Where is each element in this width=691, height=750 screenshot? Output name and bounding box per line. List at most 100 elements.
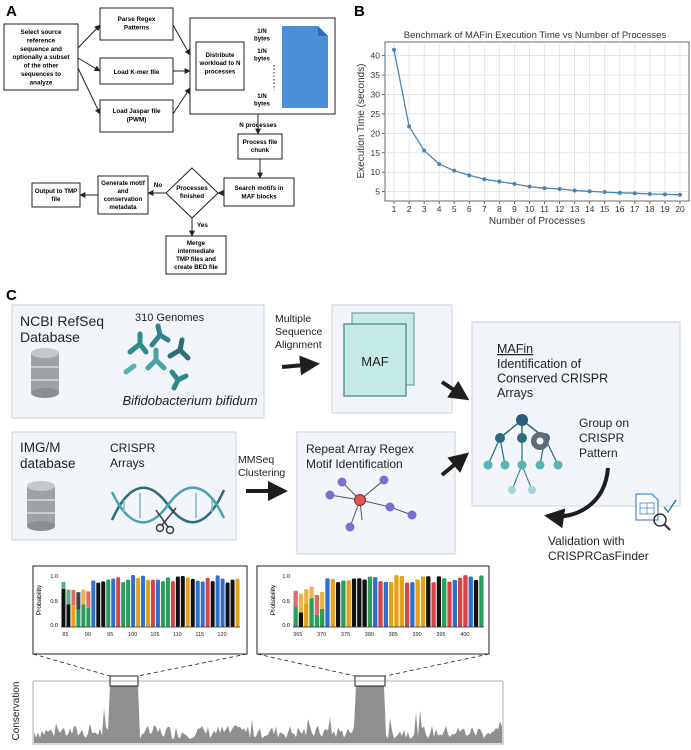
text-line: workload to N [199, 60, 241, 67]
arrow-parse-to-distribute [172, 24, 191, 56]
text-line: Arrays [497, 386, 533, 400]
logo-letter [86, 591, 91, 608]
arrow-jaspar-to-distribute [172, 87, 191, 115]
y-tick-label: 5 [375, 187, 380, 197]
data-point [392, 47, 397, 52]
logo-x-tick: 90 [85, 632, 91, 638]
text-line: metadata [109, 204, 137, 211]
logo-letter [357, 578, 362, 627]
logo-letter [146, 579, 150, 627]
x-tick-label: 4 [437, 204, 442, 214]
logo-letter [383, 581, 388, 627]
logo-letter [442, 578, 447, 627]
chart-plot-area [384, 41, 690, 202]
logo-letter [141, 575, 146, 627]
arrow-to-maf [281, 355, 320, 376]
load-kmer-text: Load K-mer file [114, 69, 160, 76]
species-name: Bifidobacterium bifidum [122, 393, 257, 408]
text-line: sequence and [20, 46, 62, 53]
load-jaspar-box [99, 99, 174, 133]
conservation-profile [34, 686, 502, 743]
logo-letter [293, 590, 298, 607]
zoom-line-1a [32, 653, 111, 677]
text-line: (PWM) [127, 117, 147, 124]
arrow-to-jaspar [77, 67, 101, 115]
logo-letter [314, 594, 320, 615]
logo-letter [330, 578, 335, 627]
data-point [542, 186, 547, 191]
logo-x-tick: 395 [436, 632, 445, 638]
spreadsheet-search-icon [635, 493, 677, 531]
zoom-box-2 [354, 675, 386, 687]
text-line: Conserved CRISPR [497, 372, 608, 386]
logo-letter [76, 592, 81, 610]
logo-letter [304, 603, 309, 627]
series-line [393, 49, 681, 196]
x-tick-label: 12 [555, 204, 565, 214]
text-line: Multiple [275, 313, 311, 325]
text-line: Sequence [275, 326, 322, 338]
logo-letter [235, 578, 240, 627]
data-point [617, 190, 622, 195]
logo-letter [155, 579, 160, 627]
text-line: Alignment [275, 339, 322, 351]
panel-b: B Benchmark of MAFin Execution Time vs N… [354, 3, 690, 227]
select-source-box [3, 23, 79, 91]
text-line: bytes [254, 101, 271, 108]
x-tick-label: 15 [600, 204, 610, 214]
logo-x-tick: 115 [195, 632, 204, 638]
logo-letter [399, 575, 404, 627]
text-line: and [117, 188, 128, 195]
logo-letter [61, 581, 66, 589]
logo-2-ybot: 0.0 [282, 623, 290, 629]
text-line: CRISPRCasFinder [548, 549, 649, 563]
text-line: CRISPR [579, 431, 625, 445]
logo-letter [314, 614, 320, 627]
text-line: intermediate [178, 248, 215, 255]
logo-letter [195, 580, 200, 627]
logo-1-ybot: 0.0 [50, 623, 58, 629]
x-tick-label: 20 [675, 204, 685, 214]
logo-letter [81, 589, 86, 605]
data-point [512, 181, 517, 186]
logo-letter [431, 582, 436, 627]
logo-letter [225, 582, 230, 627]
document-icon [282, 26, 328, 108]
text-line: Output to TMP [35, 188, 78, 195]
logo-letter [426, 576, 431, 627]
x-tick-label: 10 [525, 204, 535, 214]
logo-letter [298, 593, 304, 613]
panel-a-label: A [6, 3, 17, 20]
logo-letter [210, 581, 215, 627]
logo-1-ymid: 0.5 [50, 599, 58, 605]
logo-x-tick: 380 [365, 632, 374, 638]
x-tick-label: 16 [615, 204, 625, 214]
text-line: CRISPR [110, 441, 156, 455]
network-icon [325, 475, 417, 532]
text-line: MAF blocks [241, 194, 277, 201]
y-tick-label: 15 [371, 148, 381, 158]
text-line: create BED file [174, 264, 218, 271]
text-line: analyze [30, 79, 53, 86]
logo-letter [351, 578, 357, 627]
x-tick-label: 1 [392, 204, 397, 214]
logo-letter [76, 609, 81, 627]
no-label: No [154, 182, 163, 189]
logo-letter [106, 579, 111, 627]
text-line: database [20, 456, 76, 471]
x-tick-label: 2 [407, 204, 412, 214]
zoom-box-1 [109, 675, 139, 687]
